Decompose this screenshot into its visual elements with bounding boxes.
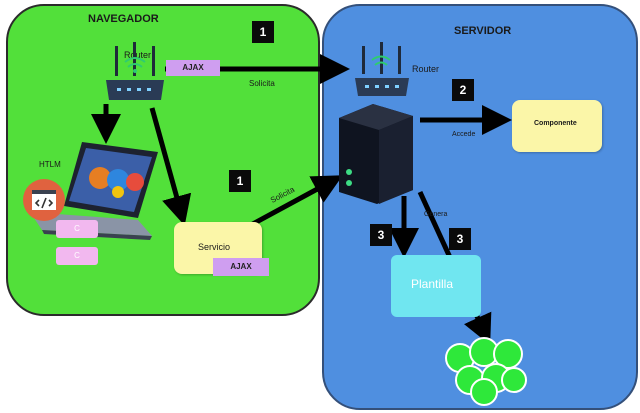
ajax-badge-top: AJAX [166, 60, 220, 76]
output-bubbles-icon [445, 337, 527, 406]
servicio-label: Servicio [198, 242, 231, 252]
accede-label: Accede [452, 131, 476, 138]
htlm-label: HTLM [39, 160, 61, 169]
componente-label: Componente [534, 120, 577, 127]
step-1-mid: 1 [229, 170, 251, 192]
c-card-1: C [56, 220, 98, 238]
genera-label: Genera [424, 211, 448, 218]
solicita-label-top: Solicita [249, 79, 275, 88]
code-icon [23, 179, 65, 221]
router-left-label: Router [124, 50, 152, 60]
c-card-2: C [56, 247, 98, 265]
servidor-title: SERVIDOR [454, 25, 512, 37]
step-3-right: 3 [449, 228, 471, 250]
router-icon [106, 42, 164, 100]
router-icon [355, 42, 409, 96]
step-1-top: 1 [252, 21, 274, 43]
arrow-router-to-servicio [149, 107, 192, 226]
ajax-badge-service: AJAX [213, 258, 269, 276]
step-3-left: 3 [370, 224, 392, 246]
server-icon [339, 104, 413, 204]
router-right-label: Router [412, 64, 440, 74]
plantilla-label: Plantilla [411, 277, 454, 291]
plantilla-box: Plantilla [391, 255, 481, 317]
step-2: 2 [452, 79, 474, 101]
navegador-title: NAVEGADOR [88, 13, 159, 25]
componente-box: Componente [512, 100, 602, 152]
